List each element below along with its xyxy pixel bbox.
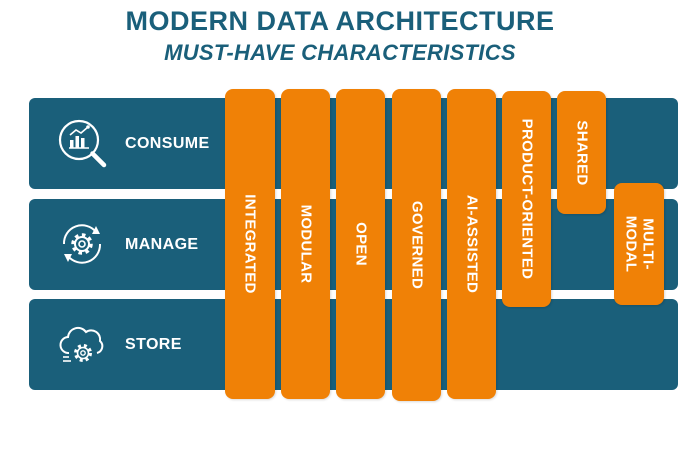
layer-label-store: STORE [125, 336, 182, 353]
pillar-label-open: OPEN [352, 222, 370, 266]
pillar-multi-modal: MULTI- MODAL [614, 183, 664, 305]
pillar-open: OPEN [336, 89, 385, 399]
diagram-subtitle: MUST-HAVE CHARACTERISTICS [164, 40, 516, 65]
pillar-shared: SHARED [557, 91, 606, 214]
pillar-label-modular: MODULAR [297, 204, 315, 284]
pillar-modular: MODULAR [281, 89, 330, 399]
layer-label-manage: MANAGE [125, 236, 199, 253]
analytics-magnifier-icon [55, 116, 109, 170]
pillar-governed: GOVERNED [392, 89, 441, 401]
pillar-label-product-oriented: PRODUCT-ORIENTED [518, 118, 536, 280]
pillar-label-ai-assisted: AI-ASSISTED [463, 194, 481, 294]
pillar-label-integrated: INTEGRATED [241, 194, 259, 294]
pillar-label-multi-modal: MULTI- MODAL [622, 215, 657, 273]
diagram-title: MODERN DATA ARCHITECTURE [125, 6, 555, 36]
layer-label-consume: CONSUME [125, 135, 210, 152]
pillar-ai-assisted: AI-ASSISTED [447, 89, 496, 399]
pillar-product-oriented: PRODUCT-ORIENTED [502, 91, 551, 307]
gear-cycle-icon [55, 217, 109, 271]
pillar-integrated: INTEGRATED [225, 89, 275, 399]
pillar-label-governed: GOVERNED [408, 200, 426, 290]
cloud-gear-icon [55, 317, 109, 371]
pillar-label-shared: SHARED [573, 119, 591, 186]
